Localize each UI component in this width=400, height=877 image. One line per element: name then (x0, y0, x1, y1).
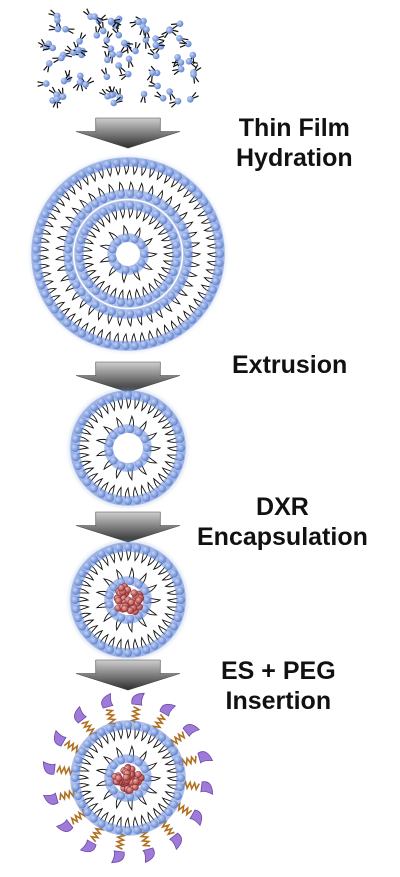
drug-cluster-icon (113, 583, 145, 615)
ligand-icon (42, 788, 78, 805)
arrow-shape (75, 659, 181, 691)
step-label-hydration: Thin Film Hydration (236, 113, 353, 173)
step-label-line: Extrusion (232, 351, 348, 379)
drug-cluster-icon (111, 763, 145, 794)
ligand-icon (169, 724, 201, 748)
step-label-line: Encapsulation (197, 523, 368, 551)
lipid-thin-film (37, 8, 202, 109)
step-label-line: DXR (256, 493, 309, 521)
multilamellar-vesicle (31, 157, 225, 351)
ligand-icon (178, 751, 214, 768)
ligand-icon (173, 801, 203, 827)
ligand-icon (53, 729, 83, 755)
step-label-line: Insertion (225, 687, 332, 715)
step-label-line: ES + PEG (221, 657, 336, 685)
arrow-shape (75, 361, 181, 393)
ligand-icon (151, 703, 177, 733)
ligand-icon (101, 692, 118, 728)
unilamellar-liposome (69, 389, 187, 507)
step-label-encapsulation: DXR Encapsulation (197, 492, 368, 552)
ligand-icon (74, 705, 98, 737)
step-label-line: Hydration (236, 144, 353, 172)
down-arrow-icon (75, 361, 181, 393)
ligand-icon (138, 828, 155, 864)
ligand-icon (79, 823, 105, 853)
ligand-icon (179, 779, 214, 795)
step-label-extrusion: Extrusion (232, 350, 347, 380)
down-arrow-icon (75, 659, 181, 691)
step-label-line: Thin Film (238, 114, 350, 142)
step-label-insertion: ES + PEG Insertion (221, 656, 336, 716)
dxr-loaded-liposome (69, 541, 187, 659)
down-arrow-icon (75, 511, 181, 543)
arrow-shape (75, 511, 181, 543)
ligand-icon (129, 692, 145, 727)
ligand-icon (55, 808, 87, 832)
down-arrow-icon (75, 117, 181, 149)
arrow-shape (75, 117, 181, 149)
targeted-peg-liposome (42, 692, 214, 864)
ligand-icon (158, 819, 182, 851)
